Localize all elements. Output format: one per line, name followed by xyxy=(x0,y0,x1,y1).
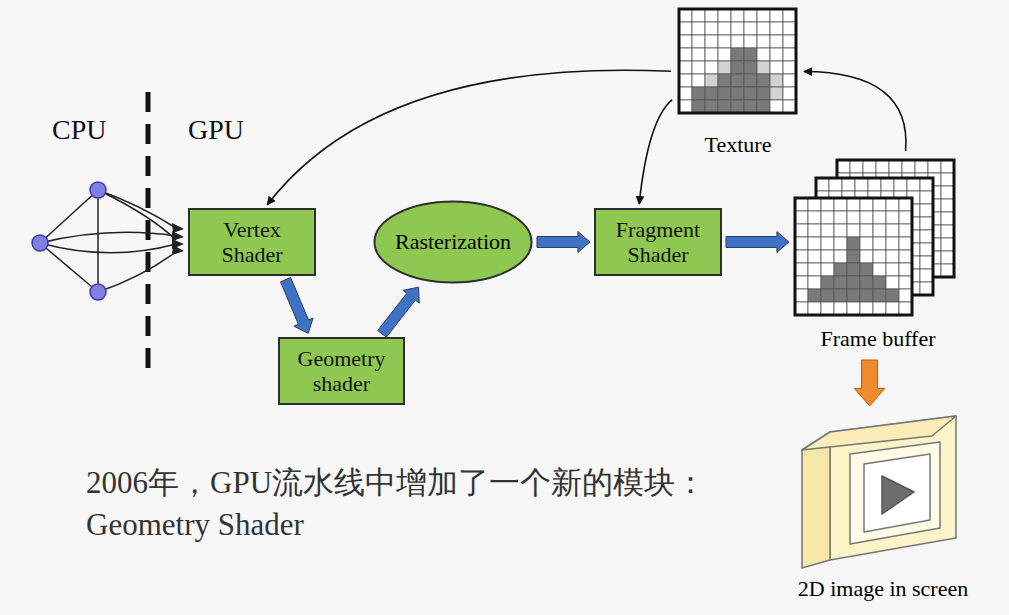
node-text: Geometry shader xyxy=(286,346,397,397)
node-text: Rasterization xyxy=(395,229,511,255)
texture-grid xyxy=(679,9,796,113)
node-text: Vertex Shader xyxy=(196,217,308,268)
frame-buffer-middle xyxy=(816,178,933,295)
frame-buffer-front xyxy=(795,198,912,315)
process-box: Geometry shader xyxy=(278,337,405,405)
frame-buffer-grids xyxy=(793,156,963,324)
process-ellipse: Rasterization xyxy=(373,200,533,284)
texture-grid xyxy=(676,6,800,122)
flow-arrow xyxy=(726,232,789,253)
node-text: Texture xyxy=(676,132,800,158)
processor-label: GPU xyxy=(188,114,244,146)
node-text: Fragment Shader xyxy=(602,217,714,268)
cpu-graph xyxy=(40,190,176,292)
flow-arrow xyxy=(378,287,420,337)
flow-arrow xyxy=(281,278,314,334)
monitor-icon xyxy=(772,410,994,574)
data-access-arrow xyxy=(639,100,672,204)
screen-monitor: 2D image in screen xyxy=(772,410,994,608)
frame-buffer-stack: Frame buffer xyxy=(793,156,963,356)
texture-image: Texture xyxy=(676,6,800,162)
flow-arrow xyxy=(537,232,590,253)
process-box: Vertex Shader xyxy=(188,208,316,276)
cpu-graph-arrowheads xyxy=(172,223,184,255)
cpu-gpu-divider xyxy=(146,92,151,368)
cpu-graph-vertices xyxy=(32,182,106,300)
data-access-arrow xyxy=(267,70,671,205)
process-box: Fragment Shader xyxy=(594,208,722,276)
node-text: 2D image in screen xyxy=(772,576,994,602)
data-access-arrow xyxy=(804,72,906,151)
node-text: Frame buffer xyxy=(793,326,963,352)
processor-label: CPU xyxy=(52,114,106,146)
caption: 2006年，GPU流水线中增加了一个新的模块：Geometry Shader xyxy=(86,462,706,546)
flow-arrow xyxy=(854,360,884,406)
